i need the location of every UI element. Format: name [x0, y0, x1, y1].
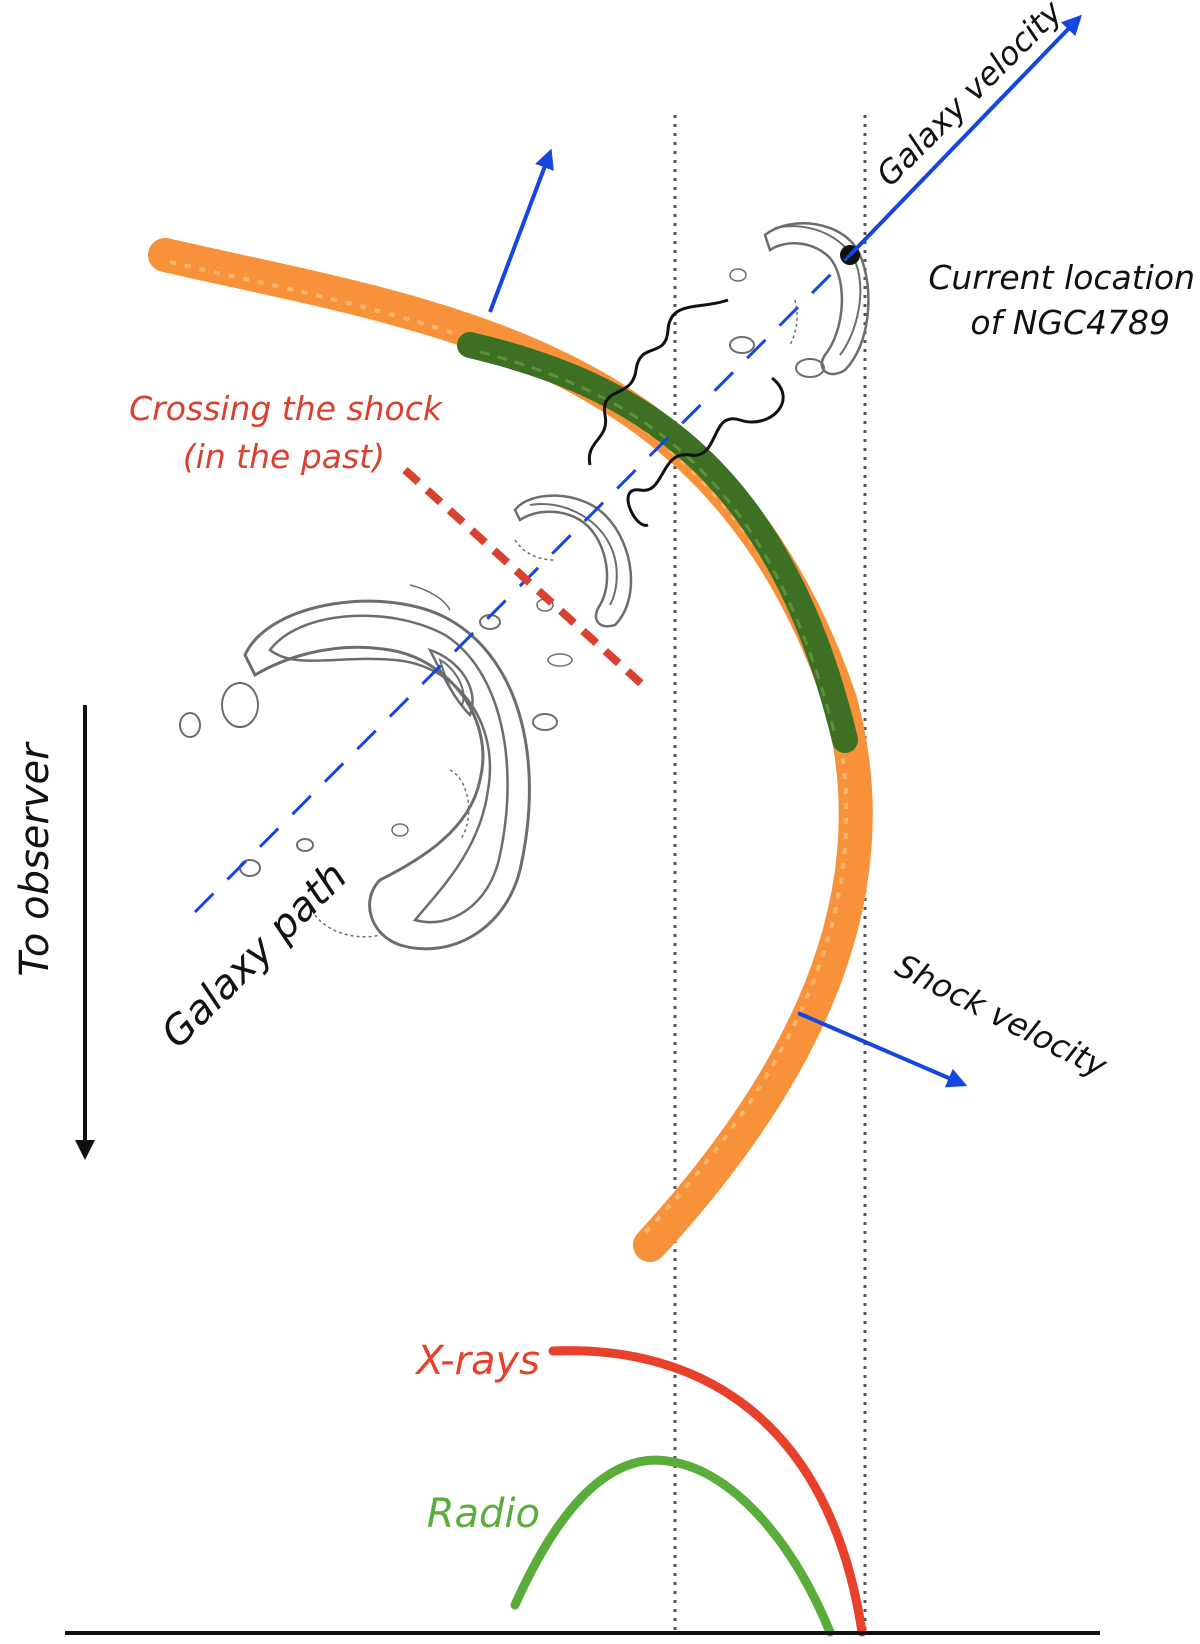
galaxy-path-label: Galaxy path — [153, 853, 357, 1057]
shock-front-texture — [169, 260, 849, 1240]
ngc-label: of NGC4789 — [970, 303, 1170, 342]
wavy-line-icon — [587, 298, 729, 466]
radio-relic — [457, 332, 858, 753]
current-location-label: Current location — [928, 258, 1195, 297]
xray-profile-curve — [548, 1346, 867, 1637]
galaxy-path-line — [193, 253, 852, 914]
shock-velocity-arrow — [797, 1011, 968, 1088]
galaxy-contours-large — [179, 584, 558, 951]
galaxy-contours-small — [729, 222, 870, 378]
radio-relic-texture — [479, 350, 837, 736]
crossing-shock-label: Crossing the shock — [129, 389, 444, 428]
crossing-shock-line — [402, 467, 648, 690]
radio-label: Radio — [427, 1491, 540, 1537]
to-observer-label: To observer — [12, 741, 58, 977]
galaxy-velocity-arrow — [848, 14, 1082, 257]
galaxy-contours-medium — [479, 494, 633, 667]
galaxy-velocity-label: Galaxy velocity — [869, 0, 1071, 194]
crossing-past-label: (in the past) — [183, 437, 385, 476]
radio-profile-curve — [510, 1455, 835, 1637]
wavy-line-icon — [626, 376, 785, 527]
shock-normal-arrow — [488, 148, 554, 313]
xrays-label: X-rays — [414, 1338, 540, 1384]
